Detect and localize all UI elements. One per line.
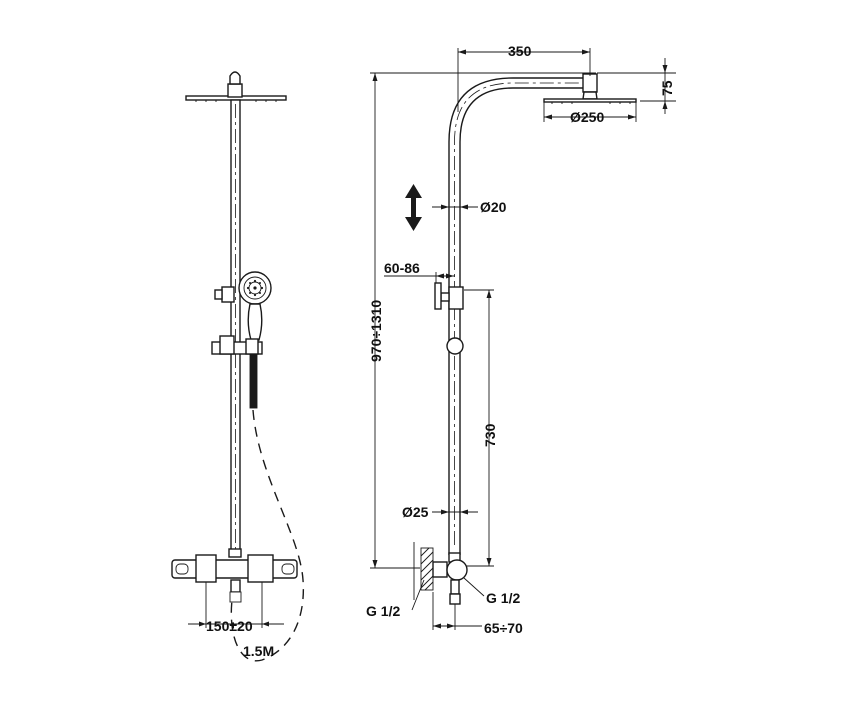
side-curved-pipe <box>448 77 592 555</box>
front-slider-bracket <box>211 335 263 355</box>
side-slider-knob <box>446 337 464 355</box>
pipe-upper-diameter-label: Ø20 <box>480 199 507 215</box>
side-diverter <box>434 282 464 310</box>
slider-range-dimension: 60-86 <box>384 260 455 290</box>
front-hand-shower <box>238 271 272 341</box>
front-diverter <box>214 286 235 303</box>
total-height-dimension: 970÷1310 <box>368 72 596 569</box>
total-height-label: 970÷1310 <box>368 300 384 362</box>
hose-length-label: 1.5M <box>243 643 274 659</box>
arm-length-dimension: 350 <box>457 43 591 112</box>
double-arrow-vertical-icon <box>405 184 422 231</box>
arm-length-label: 350 <box>508 43 532 59</box>
side-view: 350 75 Ø250 Ø20 <box>366 43 676 636</box>
inlet-right-label: G 1/2 <box>486 590 520 606</box>
slider-range-label: 60-86 <box>384 260 420 276</box>
inlet-spacing-label: 150±20 <box>206 618 253 634</box>
front-riser-pipe <box>230 99 241 556</box>
inlet-right-label-group: G 1/2 <box>463 577 520 606</box>
riser-length-dimension: 730 <box>464 289 498 567</box>
side-mixer-body <box>432 552 468 605</box>
front-inlet-spacing-dimension: 150±20 <box>188 582 284 634</box>
side-overhead-shower-head <box>543 73 637 104</box>
head-drop-label: 75 <box>659 80 675 96</box>
head-drop-dimension: 75 <box>659 58 675 114</box>
pipe-upper-diameter-dimension: Ø20 <box>432 199 507 215</box>
front-view: 150±20 1.5M <box>171 71 305 662</box>
inlet-left-label-group: G 1/2 <box>366 579 425 619</box>
pipe-lower-diameter-dimension: Ø25 <box>402 504 478 520</box>
riser-length-label: 730 <box>482 423 498 447</box>
front-overhead-shower-head <box>185 71 287 102</box>
head-diameter-dimension: Ø250 <box>543 102 637 125</box>
wall-offset-dimension: 65÷70 <box>432 592 523 636</box>
wall-offset-label: 65÷70 <box>484 620 523 636</box>
inlet-left-label: G 1/2 <box>366 603 400 619</box>
front-hose <box>230 353 305 662</box>
pipe-lower-diameter-label: Ø25 <box>402 504 429 520</box>
front-mixer-bar <box>171 548 298 603</box>
wall-section <box>413 542 434 600</box>
head-diameter-label: Ø250 <box>570 109 604 125</box>
